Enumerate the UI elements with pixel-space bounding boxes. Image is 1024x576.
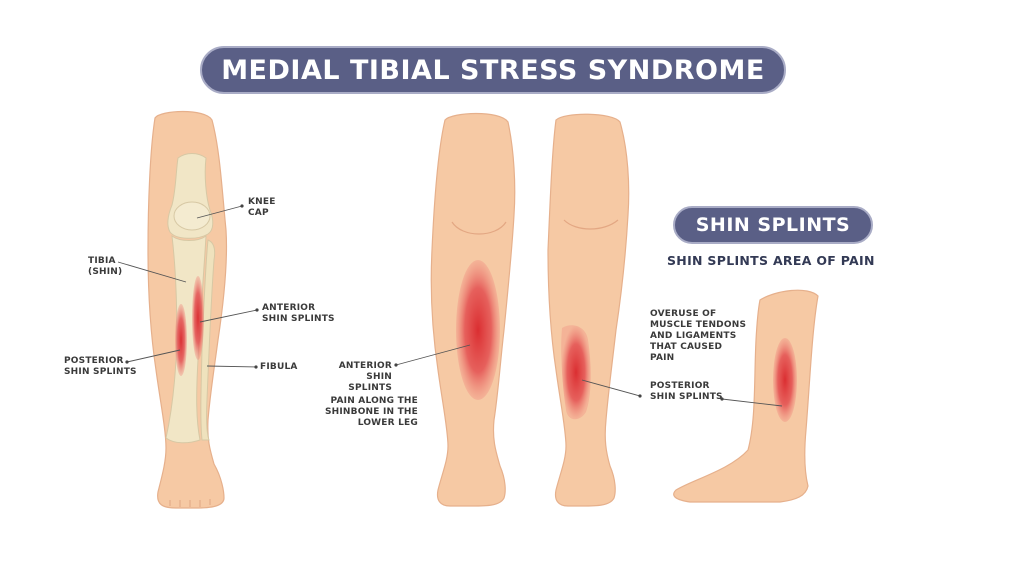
leader-dot [125,360,129,364]
leader-posterior-left [126,349,181,363]
leader-anterior-left [199,309,258,323]
label-anterior-mid: ANTERIOR SHIN SPLINTS [338,361,392,393]
knee-back-contour [563,219,619,230]
leg-front-view [430,112,516,507]
section-title: SHIN SPLINTS [673,206,873,244]
label-pain-along: PAIN ALONG THE SHINBONE IN THE LOWER LEG [324,396,418,428]
leader-dots [125,204,724,401]
leader-dot [255,308,259,312]
leader-fibula [206,365,257,368]
leg-skin [547,113,630,507]
toes [169,499,211,507]
leg-side-view [673,289,819,503]
knee-contour [451,221,507,235]
label-knee-cap: KNEE CAP [248,197,276,218]
leader-dot [240,204,244,208]
leader-anterior-mid [395,344,471,366]
posterior-pain-area [561,325,591,420]
label-anterior-left: ANTERIOR SHIN SPLINTS [262,303,335,324]
leader-posterior-back [581,379,641,397]
leader-lines [117,205,783,407]
leader-dot [720,397,724,401]
kneecap-bone [173,201,211,231]
label-posterior-left: POSTERIOR SHIN SPLINTS [64,356,137,377]
anterior-pain-area [192,276,204,360]
leader-dot [254,365,258,369]
leg-back-view [547,113,630,507]
label-tibia: TIBIA (SHIN) [88,256,123,277]
posterior-pain-area [175,304,187,376]
subheading: SHIN SPLINTS AREA OF PAIN [667,253,875,268]
leader-dot [638,394,642,398]
page-title: MEDIAL TIBIAL STRESS SYNDROME [200,46,786,94]
leader-dot [394,363,398,367]
label-overuse: OVERUSE OF MUSCLE TENDONS AND LIGAMENTS … [650,309,747,363]
posterior-pain-area [773,338,797,422]
leader-tibia [117,261,187,283]
anterior-pain-area [456,260,500,400]
leader-posterior-right [721,398,783,407]
label-posterior-right: POSTERIOR SHIN SPLINTS [650,381,723,402]
leader-knee-cap [196,205,243,219]
label-fibula: FIBULA [260,362,298,372]
leg-bone-view [147,110,228,509]
